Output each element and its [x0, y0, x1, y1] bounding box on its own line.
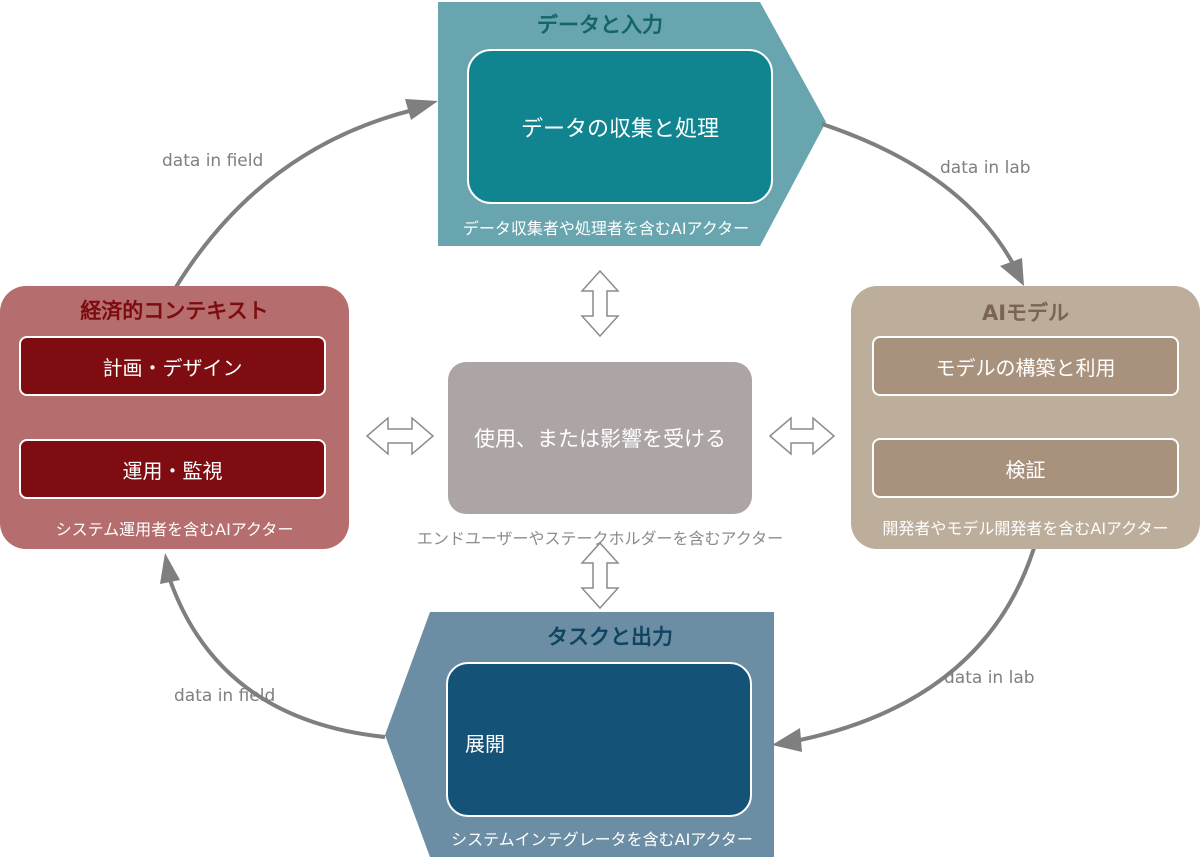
flow-arrow-bottom-right — [799, 547, 1036, 742]
flow-arrowhead-bottom-left — [160, 553, 180, 584]
ai-model-title: AIモデル — [981, 301, 1070, 325]
flow-arrow-bottom-left — [168, 579, 386, 739]
economic-context-footer: システム運用者を含むAIアクター — [55, 520, 294, 539]
double-arrow-left-icon — [365, 416, 435, 456]
flow-arrow-top-right — [821, 122, 1014, 263]
double-arrow-top-icon — [580, 269, 620, 338]
flow-label-top-right: data in lab — [940, 158, 1031, 178]
operate-monitor-box: 運用・監視 — [19, 439, 326, 499]
double-arrow-bottom-icon — [580, 541, 620, 610]
economic-context-title: 経済的コンテキスト — [80, 299, 269, 323]
flow-label-bottom-right: data in lab — [944, 668, 1035, 688]
flow-arrowhead-top-right — [1000, 258, 1024, 286]
deployment-box: 展開 — [446, 662, 752, 817]
flow-arrowhead-bottom-right — [772, 728, 802, 752]
flow-arrow-top-left — [174, 108, 414, 289]
verification-box: 検証 — [872, 438, 1179, 498]
data-collection-box: データの収集と処理 — [467, 49, 773, 204]
task-output-title: タスクと出力 — [547, 625, 673, 649]
data-input-footer: データ収集者や処理者を含むAIアクター — [462, 219, 750, 238]
double-arrow-right-icon — [768, 416, 836, 456]
plan-design-box: 計画・デザイン — [19, 336, 326, 396]
deployment-label: 展開 — [465, 732, 505, 756]
flow-arrowhead-top-left — [405, 99, 438, 120]
use-impact-box: 使用、または影響を受ける — [448, 362, 752, 514]
task-output-footer: システムインテグレータを含むAIアクター — [451, 830, 753, 849]
ai-model-footer: 開発者やモデル開発者を含むAIアクター — [882, 519, 1169, 538]
use-impact-footer: エンドユーザーやステークホルダーを含むアクター — [416, 529, 784, 548]
economic-context-panel — [0, 286, 349, 549]
flow-label-bottom-left: data in field — [174, 686, 276, 706]
data-input-title: データと入力 — [537, 13, 663, 37]
ai-model-panel — [851, 286, 1200, 549]
model-build-box: モデルの構築と利用 — [872, 336, 1179, 396]
flow-label-top-left: data in field — [162, 151, 264, 171]
